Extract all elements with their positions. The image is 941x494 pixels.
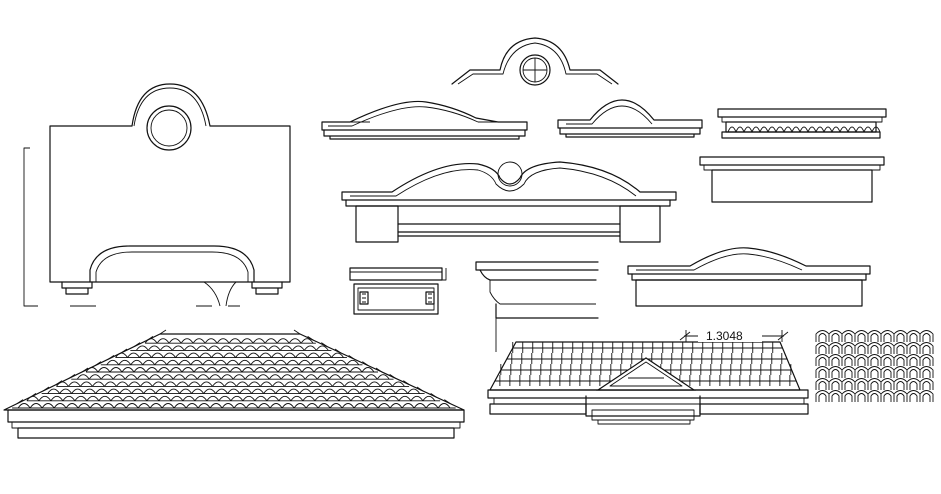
hip-ridge-tick <box>307 335 314 341</box>
tile-pattern-row <box>815 378 934 390</box>
small-arched-cornice <box>557 99 703 138</box>
roof-tile-pattern <box>815 330 934 402</box>
hip-ridge-tick <box>159 329 167 335</box>
tile-pattern-row <box>815 330 934 342</box>
roof-tile-row <box>85 367 375 373</box>
roof-tile-row <box>56 381 405 387</box>
tile-pattern-row <box>815 366 934 378</box>
hip-ridge-tick <box>430 392 437 398</box>
hip-ridge-tick <box>348 354 355 360</box>
flat-cornice-header <box>699 156 885 203</box>
hip-ridge-tick <box>444 399 451 405</box>
hip-ridge-tick <box>81 367 89 373</box>
roof-tile-row <box>144 338 314 344</box>
arched-cornice-molding <box>321 100 528 140</box>
arched-wall-panel <box>23 83 291 307</box>
arched-window-header <box>627 247 871 307</box>
hip-ridge-tick <box>362 361 369 367</box>
hip-ridge-tick <box>334 348 342 354</box>
tile-pattern-row <box>815 390 934 402</box>
roof-tile-row <box>17 403 451 409</box>
circular-vent-pediment <box>451 37 619 86</box>
hip-ridge-tick <box>133 342 141 348</box>
roof-tile-row <box>76 374 390 380</box>
hip-ridge-tick <box>416 386 424 392</box>
hip-ridge-tick <box>29 392 37 398</box>
hip-ridge-tick <box>94 361 102 367</box>
roof-tile-row <box>26 395 436 402</box>
hipped-tile-roof <box>3 329 465 439</box>
crown-molding-profile <box>475 261 599 352</box>
hip-ridge-tick <box>389 373 396 379</box>
hip-ridge-tick <box>293 329 301 335</box>
hip-ridge-tick <box>321 342 328 348</box>
hip-ridge-tick <box>55 380 63 386</box>
scrolled-window-pediment <box>341 161 677 243</box>
roof-tile-row <box>47 388 421 394</box>
roof-with-dormer: 1.3048 <box>487 328 809 425</box>
roof-tile-row <box>135 345 329 351</box>
dimension-label: 1.3048 <box>706 329 743 343</box>
tile-pattern-row <box>815 354 934 366</box>
hip-ridge-tick <box>68 373 76 379</box>
hip-ridge-tick <box>107 354 115 360</box>
hip-ridge-tick <box>375 367 383 373</box>
roof-tile-row <box>115 352 344 358</box>
small-trim-block <box>349 267 447 315</box>
dentil-cornice <box>717 108 887 139</box>
tile-pattern-row <box>815 342 934 354</box>
hip-ridge-tick <box>403 380 410 386</box>
hip-ridge-tick <box>16 399 24 405</box>
hip-ridge-tick <box>120 348 128 354</box>
hip-ridge-tick <box>146 335 154 341</box>
roof-tile-row <box>106 359 360 366</box>
hip-ridge-tick <box>42 386 50 392</box>
